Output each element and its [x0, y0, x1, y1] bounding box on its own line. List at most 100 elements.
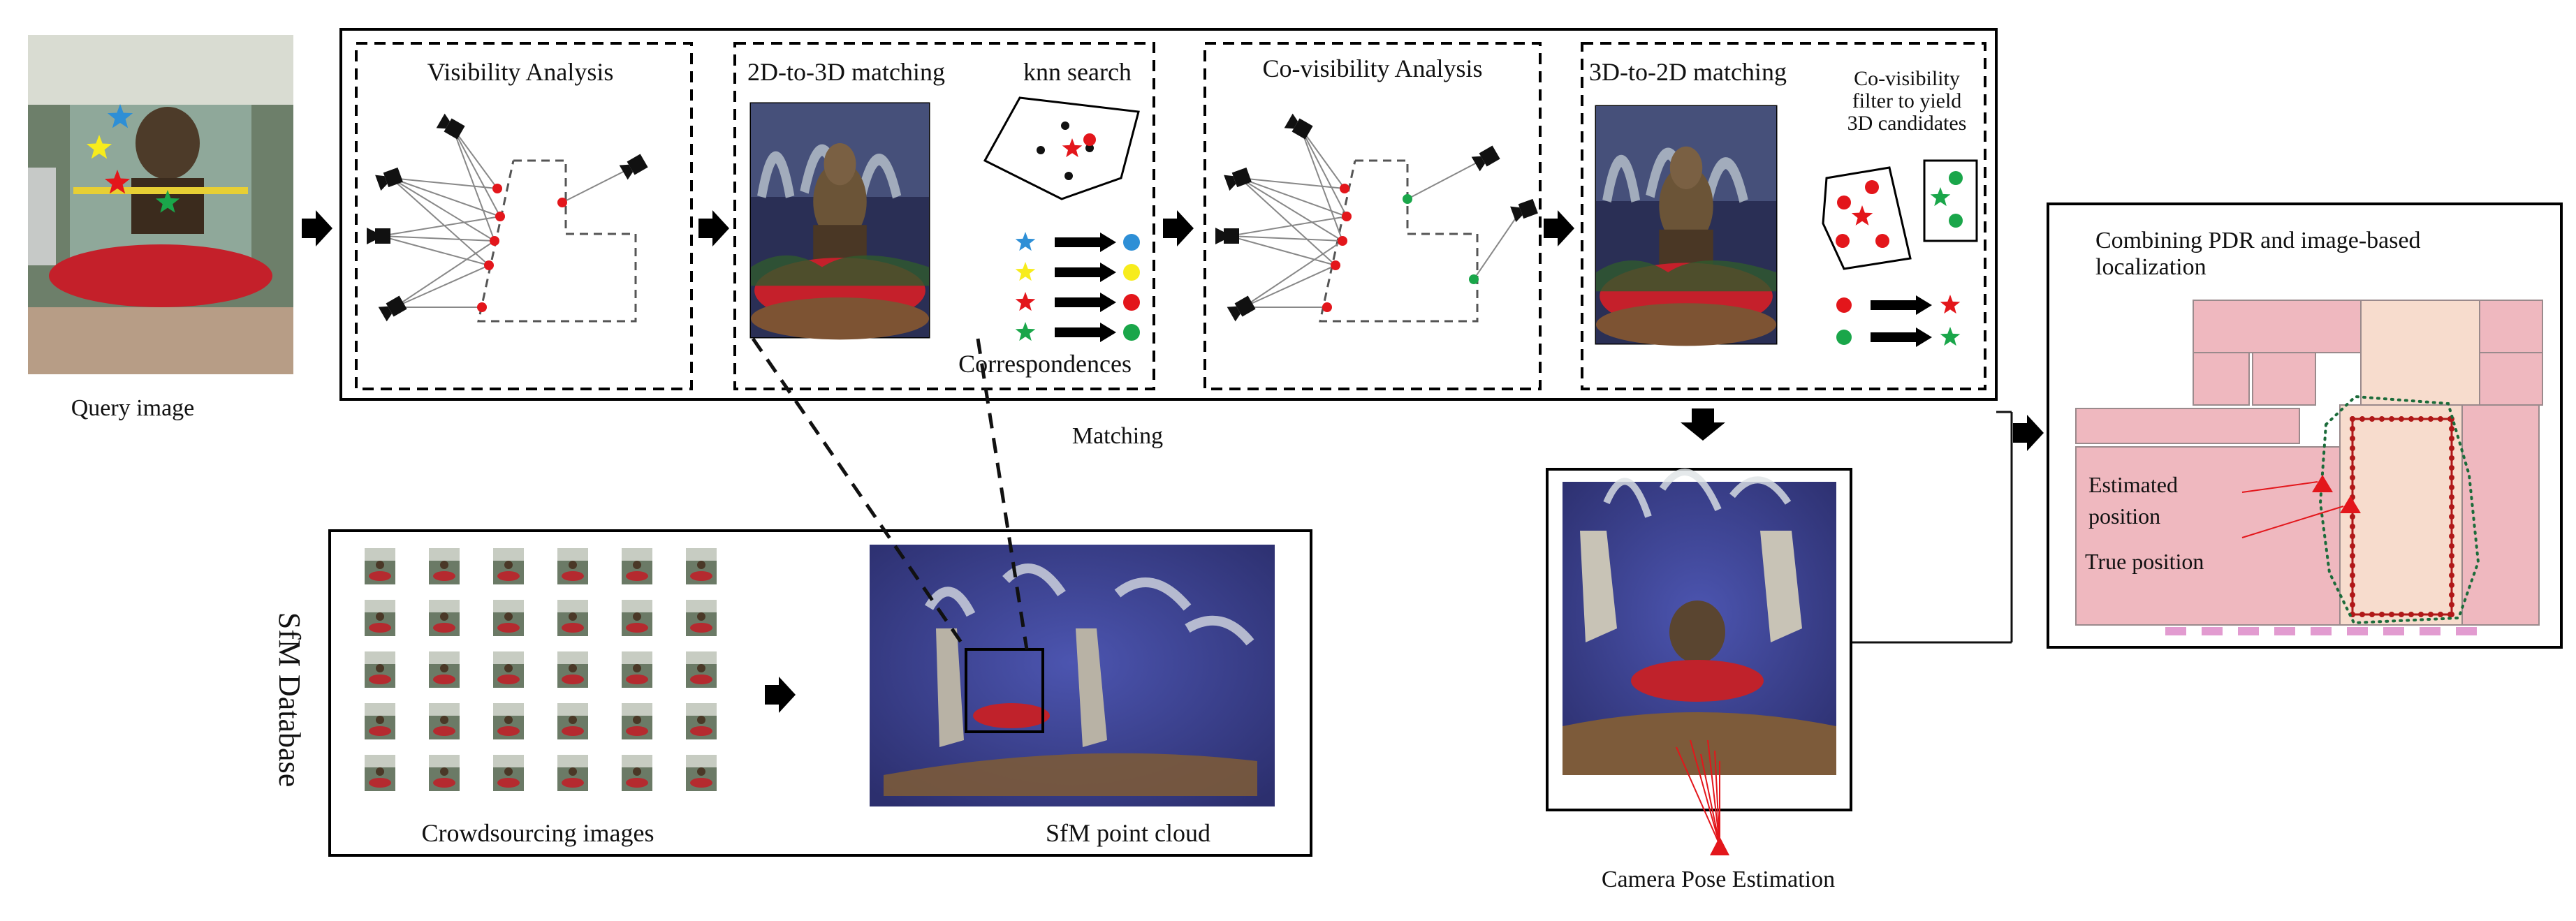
true-track-point: [2408, 612, 2414, 617]
view-ray: [1473, 212, 1520, 280]
view-ray: [390, 177, 498, 189]
pointcloud-trees: [924, 563, 1254, 646]
true-track-point: [2447, 612, 2453, 617]
arrow-covis-to-3d2d: [1544, 210, 1574, 246]
thumb-statue: [504, 767, 513, 776]
thumb-flowers: [369, 778, 391, 788]
thumb-statue: [569, 612, 577, 621]
knn-search-title: knn search: [1023, 58, 1132, 86]
camera-pose-label: Camera Pose Estimation: [1602, 867, 1835, 892]
crowd-image-thumbnail: [622, 703, 652, 739]
crowd-image-thumbnail: [622, 755, 652, 791]
crowd-image-thumbnail: [557, 703, 588, 739]
thumb-statue: [697, 612, 705, 621]
matching-3d2d-title: 3D-to-2D matching: [1589, 58, 1787, 86]
thumb-flowers: [369, 623, 391, 633]
filtered-point-red: [1875, 234, 1889, 248]
crowd-image-thumbnail: [493, 548, 524, 584]
combining-title-line: localization: [2095, 254, 2207, 280]
thumb-top: [429, 755, 460, 767]
true-track-point: [2350, 465, 2355, 471]
thumb-flowers: [497, 675, 520, 684]
crowd-image-thumbnail: [493, 755, 524, 791]
thumb-top: [557, 703, 588, 716]
matching-outer-box: [339, 28, 1998, 401]
thumb-flowers: [690, 726, 712, 736]
crowd-image-thumbnail: [686, 651, 717, 688]
crowdsourcing-label: Crowdsourcing images: [422, 819, 654, 847]
scene-image: [751, 103, 929, 339]
thumb-statue: [376, 767, 384, 776]
camera-pose-box: [1546, 468, 1852, 811]
map-room: [2193, 300, 2362, 353]
thumb-flowers: [369, 571, 391, 581]
sfm-pointcloud-label: SfM point cloud: [1046, 819, 1210, 847]
query-photo-wall-left: [28, 168, 56, 265]
thumb-statue: [697, 664, 705, 672]
true-track-point: [2350, 455, 2355, 461]
view-ray: [390, 177, 490, 266]
view-ray: [1239, 177, 1343, 242]
view-ray: [1239, 177, 1345, 189]
true-track-point: [2449, 524, 2454, 529]
estimated-position-label: position: [2088, 503, 2160, 529]
true-track-point: [2418, 612, 2424, 617]
view-ray: [1239, 177, 1347, 217]
thumb-top: [365, 755, 395, 767]
thumb-statue: [504, 716, 513, 724]
matching-2d3d-title: 2D-to-3D matching: [747, 58, 945, 86]
thumb-top: [493, 703, 524, 716]
thumb-statue: [697, 561, 705, 569]
view-ray: [1407, 160, 1481, 200]
map-room: [2479, 352, 2543, 406]
visibility-box: [355, 42, 693, 390]
view-ray: [380, 235, 490, 266]
dashed-link: [751, 337, 968, 651]
query-photo-ceiling: [28, 35, 293, 105]
map-room-marker: [2274, 627, 2295, 635]
statue-head: [136, 107, 200, 179]
true-track-point: [2408, 416, 2414, 422]
filtered-point-green: [1949, 171, 1963, 185]
camera-icon: [1224, 166, 1252, 191]
thumb-top: [686, 703, 717, 716]
thumb-top: [622, 600, 652, 612]
true-track-point: [2369, 416, 2375, 422]
view-ray: [1300, 127, 1345, 189]
camera-icon: [1510, 198, 1539, 223]
knn-neighbor: [1061, 121, 1069, 130]
thumb-flowers: [626, 778, 648, 788]
view-ray: [380, 216, 501, 237]
star-icon: [155, 190, 180, 213]
thumb-top: [686, 651, 717, 664]
star-icon: [104, 170, 131, 194]
arrow-right-icon: [1055, 263, 1116, 282]
camera-pose-panel: Camera Pose Estimation: [1546, 468, 1852, 892]
arrow-down-to-pose: [1681, 408, 1725, 441]
thumb-top: [686, 755, 717, 767]
true-track-point: [2350, 475, 2355, 480]
thumb-flowers: [562, 623, 584, 633]
crowd-image-thumbnail: [557, 755, 588, 791]
visible-3d-point: [1322, 302, 1332, 312]
visible-3d-point: [492, 184, 502, 193]
thumb-flowers: [626, 623, 648, 633]
true-track-point: [2449, 573, 2454, 578]
crowd-image-thumbnail: [493, 651, 524, 688]
view-ray: [1229, 235, 1336, 266]
thumb-top: [686, 600, 717, 612]
view-ray: [1229, 216, 1347, 237]
thumb-top: [493, 651, 524, 664]
thumb-flowers: [497, 623, 520, 633]
query-region-highlight: [965, 648, 1044, 733]
crowd-image-thumbnail: [365, 651, 395, 688]
arrow-right-icon: [1871, 327, 1932, 347]
correspondence-point: [1123, 294, 1140, 311]
covisibility-title: Co-visibility Analysis: [1262, 54, 1482, 82]
thumb-flowers: [626, 726, 648, 736]
true-track-point: [2399, 416, 2404, 422]
true-track-point: [2449, 504, 2454, 510]
camera-icon: [1227, 295, 1257, 322]
matching-label: Matching: [1072, 423, 1163, 449]
